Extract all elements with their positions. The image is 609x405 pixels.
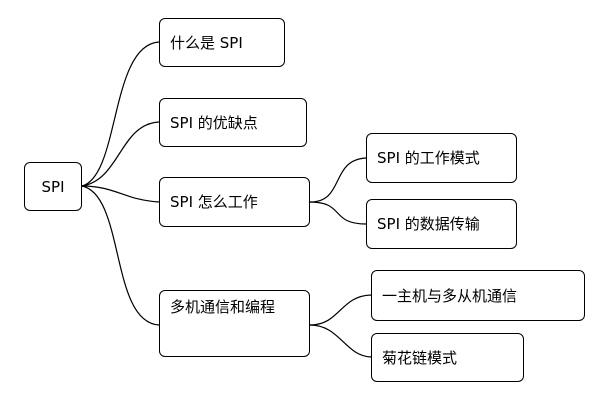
node-what-is-spi-label: 什么是 SPI <box>170 33 243 52</box>
connector-multi-device-one-master <box>309 294 372 326</box>
node-one-master-multi-slave-label: 一主机与多从机通信 <box>382 286 518 305</box>
node-what-is-spi: 什么是 SPI <box>159 18 285 67</box>
node-multi-device: 多机通信和编程 <box>159 290 310 357</box>
node-pros-cons: SPI 的优缺点 <box>159 98 307 147</box>
node-working-mode-label: SPI 的工作模式 <box>377 149 480 167</box>
node-root-label: SPI <box>41 177 65 196</box>
connector-how-it-works-mode <box>309 157 367 203</box>
node-working-mode: SPI 的工作模式 <box>366 133 517 183</box>
connector-multi-device-daisy-chain <box>309 324 372 358</box>
node-how-it-works: SPI 怎么工作 <box>159 177 310 227</box>
node-how-it-works-label: SPI 怎么工作 <box>170 193 258 211</box>
node-daisy-chain: 菊花链模式 <box>371 333 524 382</box>
node-one-master-multi-slave: 一主机与多从机通信 <box>371 270 585 321</box>
connector-root-pros-cons <box>81 121 160 187</box>
node-pros-cons-label: SPI 的优缺点 <box>170 113 258 132</box>
connector-root-how-it-works <box>81 185 160 203</box>
node-root: SPI <box>24 162 82 211</box>
connector-root-multi-device <box>81 185 160 326</box>
connector-how-it-works-transfer <box>309 201 367 225</box>
node-daisy-chain-label: 菊花链模式 <box>382 348 458 367</box>
connector-root-what-is-spi <box>81 41 160 187</box>
node-data-transfer-label: SPI 的数据传输 <box>377 215 480 233</box>
node-multi-device-label: 多机通信和编程 <box>170 298 276 316</box>
node-data-transfer: SPI 的数据传输 <box>366 199 517 249</box>
